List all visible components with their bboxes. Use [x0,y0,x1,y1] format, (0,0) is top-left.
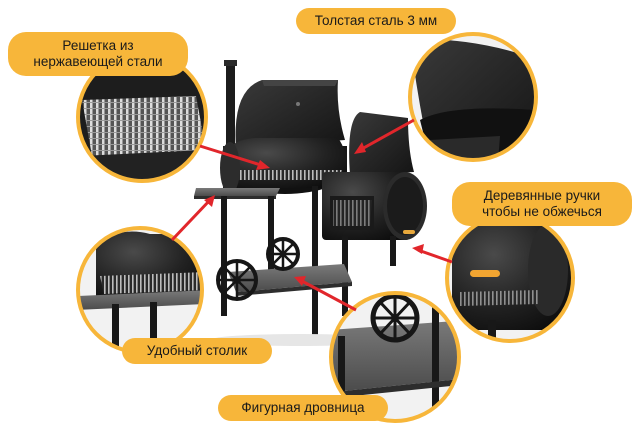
label-table: Удобный столик [122,338,272,364]
label-grate-line1: Решетка из [62,38,134,53]
label-handles-line1: Деревянные ручки [483,188,601,203]
label-handles: Деревянные ручки чтобы не обжечься [452,182,632,226]
label-handles-line2: чтобы не обжечься [482,204,602,219]
label-steel: Толстая сталь 3 мм [296,8,456,34]
callout-arrows [170,118,453,312]
steel-detail [408,32,538,162]
woodbox-detail [329,291,461,423]
label-grate: Решетка из нержавеющей стали [8,32,188,76]
table-detail [76,226,204,354]
label-grate-line2: нержавеющей стали [33,54,163,69]
handle-detail [445,213,575,343]
label-woodbox: Фигурная дровница [218,395,388,421]
smoker-body [194,60,427,346]
